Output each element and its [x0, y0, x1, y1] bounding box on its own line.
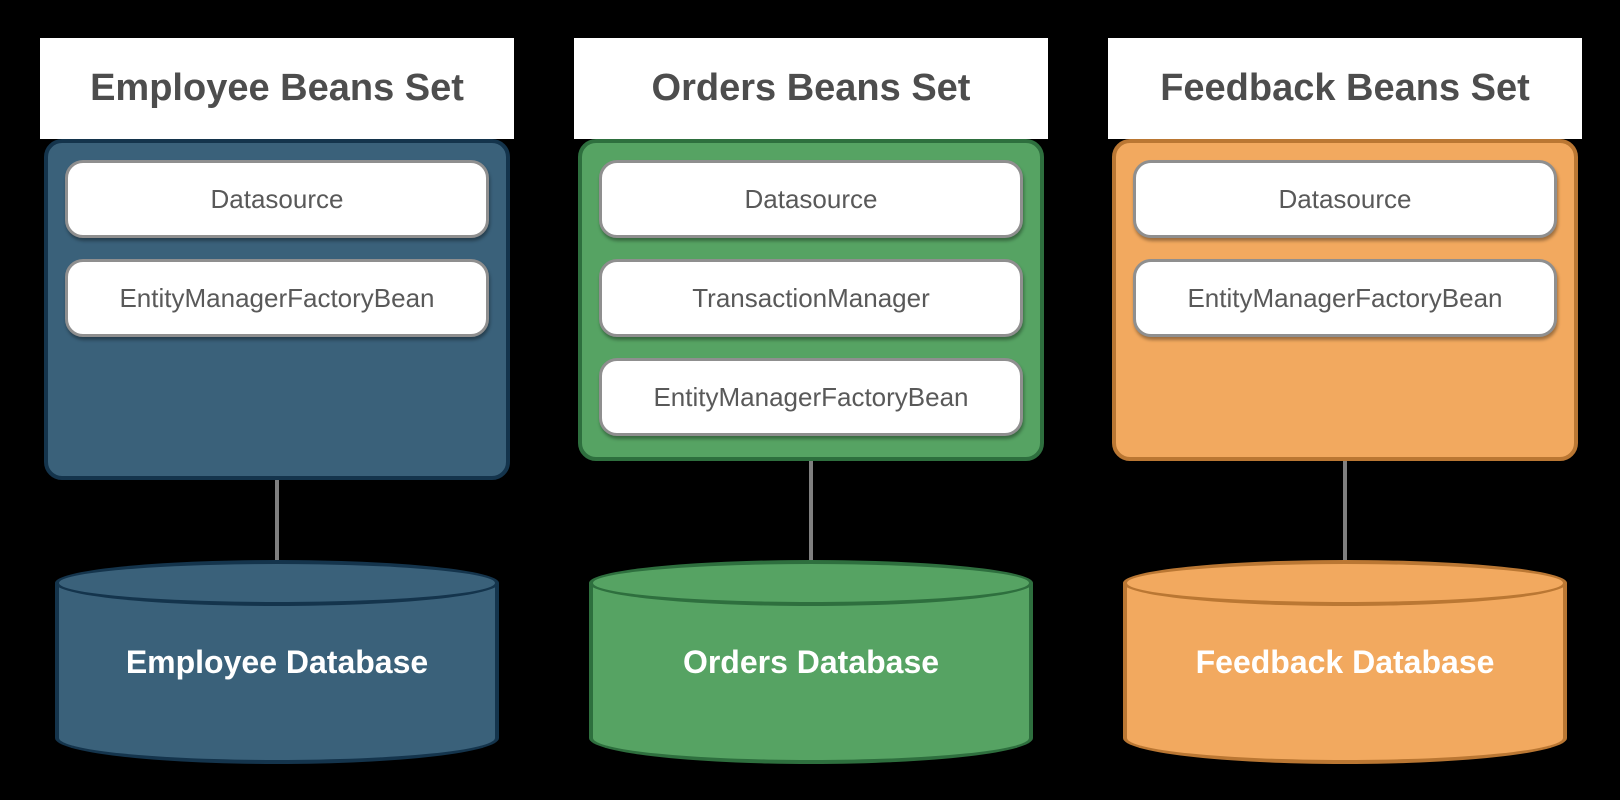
- cylinder-body: [55, 583, 499, 764]
- connector-line: [275, 480, 279, 560]
- bean-box: EntityManagerFactoryBean: [599, 358, 1023, 436]
- connector-line: [809, 461, 813, 560]
- cylinder-top-ellipse: [1123, 560, 1567, 606]
- cylinder-body: [1123, 583, 1567, 764]
- bean-label: EntityManagerFactoryBean: [1187, 282, 1503, 313]
- beans-container: Datasource EntityManagerFactoryBean: [44, 139, 510, 480]
- column-feedback: Feedback Beans Set Datasource EntityMana…: [1108, 38, 1582, 778]
- database-label: Feedback Database: [1195, 643, 1495, 680]
- bean-box: Datasource: [599, 160, 1023, 238]
- cylinder-body: [589, 583, 1033, 764]
- database-cylinder: Feedback Database: [1123, 560, 1567, 764]
- bean-box: Datasource: [65, 160, 489, 238]
- bean-box: EntityManagerFactoryBean: [1133, 259, 1557, 337]
- connector-line: [1343, 461, 1347, 560]
- cylinder-top-ellipse: [589, 560, 1033, 606]
- bean-label: Datasource: [210, 183, 344, 214]
- database-label: Orders Database: [682, 643, 940, 680]
- database-label: Employee Database: [125, 643, 429, 680]
- beans-container: Datasource EntityManagerFactoryBean: [1112, 139, 1578, 461]
- bean-label: EntityManagerFactoryBean: [119, 282, 435, 313]
- header-title: Employee Beans Set: [90, 67, 464, 109]
- bean-box: Datasource: [1133, 160, 1557, 238]
- column-orders: Orders Beans Set Datasource TransactionM…: [574, 38, 1048, 778]
- bean-box: EntityManagerFactoryBean: [65, 259, 489, 337]
- header-title: Feedback Beans Set: [1160, 67, 1530, 109]
- bean-label: EntityManagerFactoryBean: [653, 381, 969, 412]
- header-box: Feedback Beans Set: [1108, 38, 1582, 139]
- bean-label: Datasource: [744, 183, 878, 214]
- bean-label: TransactionManager: [692, 282, 930, 313]
- header-box: Employee Beans Set: [40, 38, 514, 139]
- column-employee: Employee Beans Set Datasource EntityMana…: [40, 38, 514, 778]
- cylinder-top-ellipse: [55, 560, 499, 606]
- header-title: Orders Beans Set: [651, 67, 971, 109]
- header-box: Orders Beans Set: [574, 38, 1048, 139]
- database-cylinder: Orders Database: [589, 560, 1033, 764]
- beans-container: Datasource TransactionManager EntityMana…: [578, 139, 1044, 461]
- bean-label: Datasource: [1278, 183, 1412, 214]
- bean-box: TransactionManager: [599, 259, 1023, 337]
- database-cylinder: Employee Database: [55, 560, 499, 764]
